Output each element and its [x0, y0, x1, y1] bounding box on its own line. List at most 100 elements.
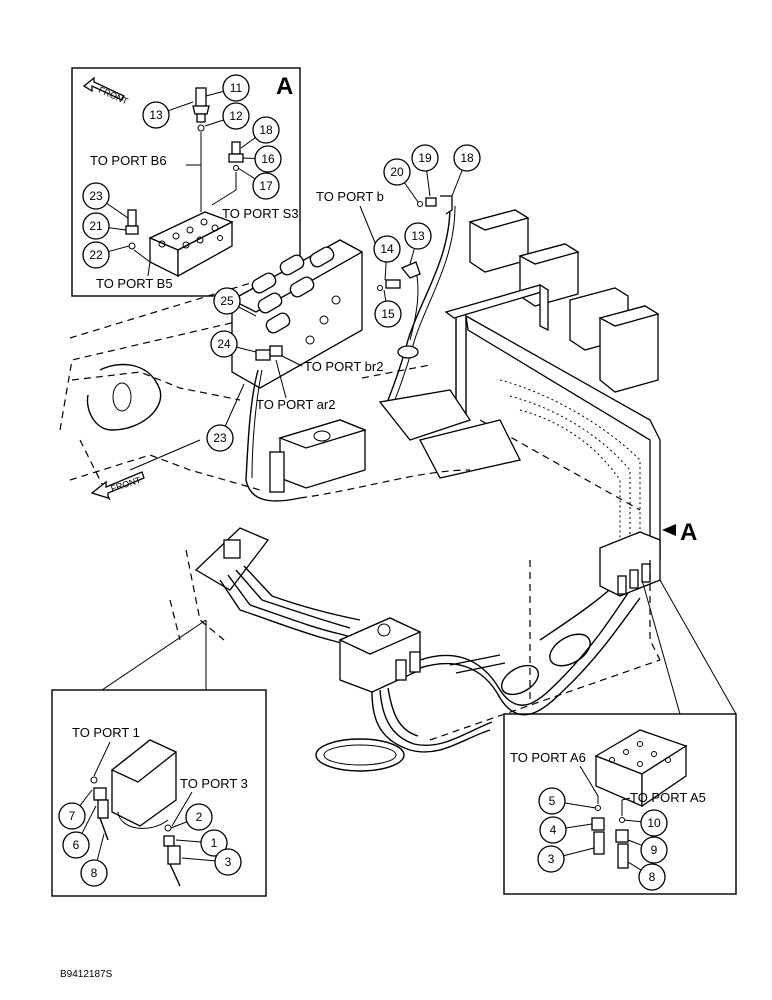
callout-number: 22 — [89, 248, 103, 262]
valve-block — [148, 211, 234, 278]
callout-detail-left-6: 6 — [62, 805, 97, 859]
callout-number: 3 — [225, 855, 232, 869]
callout-main-view-15: 15 — [374, 289, 402, 328]
fitting-23-detail — [125, 209, 151, 263]
callout-detail-a-12: 12 — [204, 102, 250, 130]
view-arrow-a-letter: A — [680, 519, 697, 546]
callout-number: 12 — [229, 109, 243, 123]
o-ring-12 — [197, 124, 205, 132]
callout-number: 3 — [548, 852, 555, 866]
callout-number: 18 — [460, 151, 474, 165]
detail-a-front-arrow: FRONT — [82, 76, 130, 107]
callout-number: 17 — [259, 179, 273, 193]
callout-number: 21 — [89, 219, 103, 233]
callout-number: 19 — [418, 151, 432, 165]
callout-number: 13 — [149, 108, 163, 122]
fitting-24 — [255, 345, 283, 361]
callout-number: 10 — [647, 816, 661, 830]
batteries — [468, 209, 660, 393]
callout-number: 6 — [73, 838, 80, 852]
callout-number: 23 — [89, 189, 103, 203]
callout-detail-right-10: 10 — [623, 809, 668, 837]
pilot-valve-right — [599, 531, 661, 597]
label-to-port-b: TO PORT b — [316, 189, 384, 204]
callout-number: 16 — [261, 152, 275, 166]
callout-number: 13 — [411, 229, 425, 243]
label-to-port-s3: TO PORT S3 — [222, 206, 299, 221]
pilot-control-valve-body — [110, 739, 178, 829]
main-front-label: FRONT — [110, 475, 143, 494]
callout-detail-left-8: 8 — [80, 833, 108, 887]
callout-number: 15 — [381, 307, 395, 321]
swing-motor — [269, 419, 367, 493]
detail-a-letter: A — [276, 73, 293, 100]
view-arrow-a: A — [662, 519, 697, 546]
callout-number: 2 — [196, 810, 203, 824]
callout-detail-a-23: 23 — [82, 182, 129, 219]
label-to-port-b6: TO PORT B6 — [90, 153, 167, 168]
fitting-11 — [192, 87, 210, 123]
callout-main-view-24: 24 — [210, 330, 257, 358]
callout-main-view-19: 19 — [411, 144, 439, 197]
callout-detail-right-4: 4 — [539, 816, 593, 844]
detail-right-panel: TO PORT A6 TO PORT A5 — [503, 579, 737, 895]
pilot-valve-block-right — [594, 729, 688, 808]
callout-number: 9 — [651, 843, 658, 857]
main-assembly: FRONT A TO PORT b TO PORT br2 TO PORT ar… — [59, 189, 697, 772]
callout-detail-left-1: 1 — [175, 829, 228, 857]
label-to-port-3: TO PORT 3 — [180, 776, 248, 791]
callout-detail-a-17: 17 — [237, 167, 280, 200]
callout-number: 1 — [211, 836, 218, 850]
callout-detail-a-13: 13 — [142, 101, 194, 129]
callout-number: 20 — [390, 165, 404, 179]
callout-number: 5 — [549, 794, 556, 808]
label-to-port-a6: TO PORT A6 — [510, 750, 586, 765]
callout-detail-left-3: 3 — [181, 848, 242, 876]
callout-main-view-20: 20 — [383, 158, 419, 203]
callout-detail-a-21: 21 — [82, 212, 127, 240]
callout-detail-left-7: 7 — [58, 789, 93, 830]
callout-number: 25 — [220, 294, 234, 308]
callout-detail-right-8: 8 — [627, 861, 666, 891]
label-to-port-a5: TO PORT A5 — [630, 790, 706, 805]
callout-detail-right-9: 9 — [627, 836, 668, 864]
callout-detail-a-11: 11 — [205, 74, 250, 102]
detail-a-front-label: FRONT — [97, 85, 130, 107]
callout-detail-a-22: 22 — [82, 241, 130, 269]
main-front-arrow: FRONT — [90, 471, 145, 499]
label-to-port-b5: TO PORT B5 — [96, 276, 173, 291]
callout-main-view-23: 23 — [206, 383, 245, 452]
hose-bundle — [315, 633, 591, 772]
callout-number: 11 — [230, 81, 243, 95]
pilot-control-left — [194, 527, 273, 611]
figure-code: B9412187S — [60, 969, 113, 980]
callout-main-view-25: 25 — [213, 287, 257, 317]
label-to-port-ar2: TO PORT ar2 — [256, 397, 335, 412]
callout-detail-left-2: 2 — [170, 803, 213, 831]
label-to-port-1: TO PORT 1 — [72, 725, 140, 740]
elbow-18 — [440, 195, 453, 215]
callout-number: 8 — [91, 866, 98, 880]
callout-detail-a-18: 18 — [240, 116, 280, 149]
callout-detail-a-16: 16 — [242, 145, 282, 173]
label-to-port-br2: TO PORT br2 — [304, 359, 383, 374]
callout-number: 24 — [217, 337, 231, 351]
callout-number: 4 — [550, 823, 557, 837]
detail-left-panel: TO PORT 1 TO PORT 3 — [51, 619, 267, 897]
detail-a-panel: A FRONT — [71, 67, 301, 297]
callout-number: 14 — [380, 242, 394, 256]
elbow-13 — [400, 261, 421, 279]
fitting-18 — [228, 141, 244, 163]
callout-number: 7 — [69, 809, 76, 823]
callout-main-view-13: 13 — [404, 222, 432, 265]
callout-main-view-18: 18 — [451, 144, 481, 197]
callout-main-view-14: 14 — [373, 235, 401, 281]
callout-number: 23 — [213, 431, 227, 445]
callout-detail-right-5: 5 — [538, 787, 597, 815]
callout-detail-right-3: 3 — [537, 845, 595, 873]
pilot-valve-center — [338, 617, 422, 693]
callout-number: 18 — [259, 123, 273, 137]
callout-number: 8 — [649, 870, 656, 884]
